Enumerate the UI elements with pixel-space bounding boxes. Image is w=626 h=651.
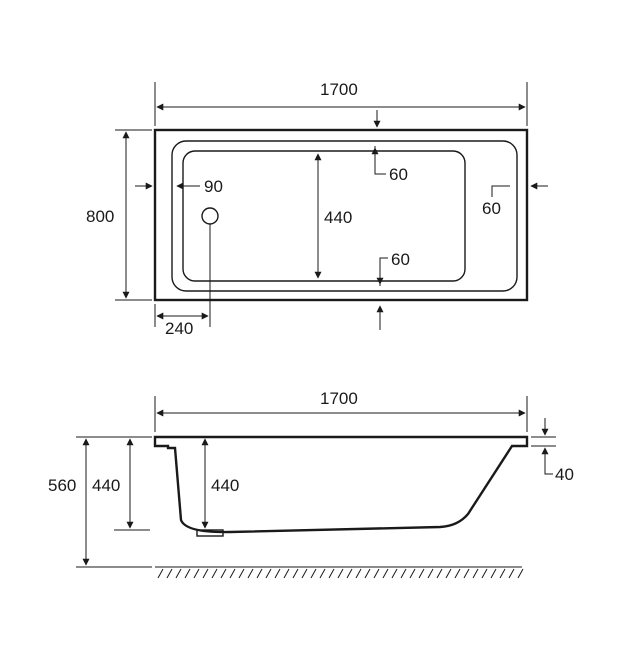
tub-side-profile xyxy=(153,435,529,534)
floor-hatch-tick xyxy=(409,568,416,579)
floor-hatch-tick xyxy=(274,568,281,579)
floor-hatch-tick xyxy=(391,568,398,579)
floor-hatch-tick xyxy=(211,568,218,579)
floor-hatch-tick xyxy=(175,568,182,579)
plan-view: 1700 800 90 440 60 60 60 xyxy=(86,80,548,338)
floor-hatch-tick xyxy=(328,568,335,579)
floor-hatch-tick xyxy=(508,568,515,579)
floor-hatch-tick xyxy=(481,568,488,579)
floor-hatch-tick xyxy=(319,568,326,579)
floor-hatch-tick xyxy=(472,568,479,579)
waste-hole-icon xyxy=(201,207,219,225)
floor-hatch-tick xyxy=(454,568,461,579)
floor-hatch-tick xyxy=(400,568,407,579)
plan-length-label: 1700 xyxy=(320,80,358,99)
floor-hatch-tick xyxy=(337,568,344,579)
floor-hatch-tick xyxy=(517,568,524,579)
rim-thickness-label: 40 xyxy=(555,465,574,484)
bath-depth-label: 440 xyxy=(324,208,352,227)
top-rim-label: 60 xyxy=(389,165,408,184)
rim-thickness-leader xyxy=(544,462,553,475)
floor-hatch-tick xyxy=(301,568,308,579)
floor-hatch-tick xyxy=(310,568,317,579)
tub-foot xyxy=(196,529,224,537)
floor-hatch-tick xyxy=(418,568,425,579)
side-rim-right-label: 60 xyxy=(482,199,501,218)
plan-inner-rim xyxy=(171,140,518,292)
floor-hatch-tick xyxy=(364,568,371,579)
bath-height-label: 440 xyxy=(92,476,120,495)
floor-hatch-tick xyxy=(490,568,497,579)
floor-hatch-tick xyxy=(283,568,290,579)
floor-hatch-tick xyxy=(499,568,506,579)
floor-hatch-tick xyxy=(184,568,191,579)
bottom-rim-leader xyxy=(379,257,388,286)
side-rim-left-label: 90 xyxy=(204,177,223,196)
top-rim-leader xyxy=(374,146,386,175)
side-rim-right-leader xyxy=(491,185,510,197)
floor-hatch-tick xyxy=(292,568,299,579)
inner-depth-label: 440 xyxy=(211,476,239,495)
floor-hatch-tick xyxy=(427,568,434,579)
floor-hatch-tick xyxy=(445,568,452,579)
floor-hatch-tick xyxy=(256,568,263,579)
floor-hatch-tick xyxy=(265,568,272,579)
side-view: 1700 560 440 440 40 xyxy=(48,389,574,579)
side-length-label: 1700 xyxy=(320,389,358,408)
floor-hatch-tick xyxy=(193,568,200,579)
waste-offset-label: 240 xyxy=(165,319,193,338)
floor-hatching xyxy=(157,568,524,579)
floor-hatch-tick xyxy=(229,568,236,579)
floor-hatch-tick xyxy=(373,568,380,579)
plan-width-label: 800 xyxy=(86,207,114,226)
floor-hatch-tick xyxy=(247,568,254,579)
floor-hatch-tick xyxy=(436,568,443,579)
floor-hatch-tick xyxy=(238,568,245,579)
bottom-rim-label: 60 xyxy=(391,250,410,269)
plan-basin xyxy=(182,150,466,282)
floor-hatch-tick xyxy=(157,568,164,579)
floor-hatch-tick xyxy=(220,568,227,579)
total-height-label: 560 xyxy=(48,476,76,495)
floor-hatch-tick xyxy=(166,568,173,579)
floor-hatch-tick xyxy=(202,568,209,579)
floor-hatch-tick xyxy=(463,568,470,579)
plan-outer-rim xyxy=(153,128,529,302)
floor-hatch-tick xyxy=(355,568,362,579)
floor-hatch-tick xyxy=(382,568,389,579)
floor-hatch-tick xyxy=(346,568,353,579)
